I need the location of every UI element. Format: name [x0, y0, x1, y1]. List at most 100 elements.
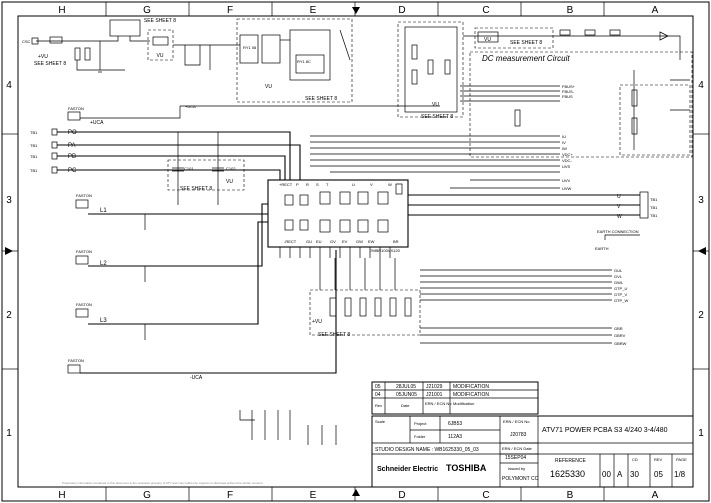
rev-cell: 05 — [375, 384, 381, 390]
net-label: GTP_V — [614, 292, 627, 297]
net-label: IW — [562, 146, 567, 151]
net-label: UVV — [562, 178, 571, 183]
top-left-supply: VU SEE SHEET 8 +VU SEE SHEET 8 CSC — [22, 18, 240, 73]
right-bus — [514, 70, 691, 156]
center-arrow-left — [5, 247, 13, 255]
col-label: A — [652, 490, 659, 501]
drawing-title: ATV71 POWER PCBA S3 4/240 3-4/480 — [542, 427, 668, 434]
low-net-labels: GUL GVL GWL GTP_U GTP_V GTP_W GBR GBRV G… — [614, 268, 628, 346]
net-label: GBRW — [614, 341, 627, 346]
net-label: GUL — [614, 268, 623, 273]
page-label: PAGE — [676, 457, 687, 462]
igbt-module: +RECT P R S T U V W -RECT GU EU GV EV GW… — [267, 179, 409, 258]
cap-label: C102 — [226, 166, 236, 171]
uca-pos-label: +UCA — [185, 104, 196, 109]
col-label: C — [482, 5, 489, 16]
net-label: GBR — [614, 326, 623, 331]
footer-note: Proprietary information contained in thi… — [62, 481, 263, 485]
sv-value: 00 — [602, 470, 611, 479]
rev-label: REV — [654, 457, 663, 462]
sheet-ref: SEE SHEET 8 — [510, 40, 542, 46]
output-label: W — [617, 214, 622, 220]
input-label: PC — [68, 168, 77, 174]
vu-label: VU — [157, 53, 164, 59]
module-pin: EV — [342, 239, 348, 244]
module-pin: S — [316, 182, 319, 187]
rev-value: 05 — [654, 470, 663, 479]
faston-label: FASTON — [68, 106, 84, 111]
output-label: U — [617, 194, 621, 200]
net-label: UVW — [562, 186, 572, 191]
rev-cell: 28JUL05 — [396, 384, 416, 390]
col-label: B — [567, 5, 574, 16]
net-label: FBUS- — [562, 89, 575, 94]
row-label: 3 — [6, 195, 12, 206]
faston-label: FASTON — [76, 249, 92, 254]
col-label: G — [143, 5, 151, 16]
output-label: V — [617, 204, 621, 210]
net-label: VDC+ — [562, 152, 573, 157]
row-label: 2 — [698, 310, 704, 321]
right-net-labels: FBUS+ FBUS- FBUS IU IV IW VDC+ VDC- UVS … — [562, 84, 576, 191]
page-value: 1/8 — [674, 470, 686, 479]
input-label: PB — [68, 154, 76, 160]
sheet-ref: SEE SHEET 8 — [34, 61, 66, 67]
earth-label: EARTH CONNECTION — [597, 229, 639, 234]
phase-label: L1 — [100, 208, 107, 214]
col-label: E — [310, 490, 317, 501]
net-label: GBRV — [614, 333, 626, 338]
vu-label: VU — [265, 84, 272, 90]
row-label: 2 — [6, 310, 12, 321]
reference-label: REFERENCE — [555, 458, 587, 464]
size-value: 30 — [630, 470, 639, 479]
module-pin: -RECT — [284, 239, 297, 244]
bus-caps: C101 C102 SEE SHEET 8 VU — [167, 132, 245, 205]
folder-label: Folder — [414, 434, 426, 439]
module-pin: GU — [306, 239, 312, 244]
brand-schneider: Schneider Electric — [377, 466, 438, 473]
net-label: GTP_W — [614, 298, 628, 303]
gate-driver-block: +VU SEE SHEET 8 GUL GVL GWL GTP_U GTP_V … — [309, 258, 628, 346]
module-pin: GV — [330, 239, 336, 244]
dc-measure-title: DC measurement Circuit — [482, 54, 570, 63]
issued-value: POLYMONT CC — [502, 476, 539, 482]
earth-sub-label: EARTH — [595, 246, 609, 251]
signal-lines-top — [310, 85, 560, 189]
net-label: IU — [562, 134, 566, 139]
vu-label: VU — [484, 37, 491, 43]
sheet-ref: SEE SHEET 8 — [305, 96, 337, 102]
col-label: A — [652, 5, 659, 16]
issued-label: Issued by — [508, 466, 525, 471]
input-label: PA — [68, 143, 76, 149]
uca-pos-label: +UCA — [90, 120, 104, 126]
rev-header: Date — [401, 403, 410, 408]
rev-cell: J21001 — [426, 392, 443, 398]
faston-label: FASTON — [68, 358, 84, 363]
row-labels: 4 3 2 1 4 3 2 1 — [6, 80, 704, 439]
project-value: 6JB53 — [448, 421, 462, 427]
net-label: FBUS+ — [562, 84, 576, 89]
row-label: 3 — [698, 195, 704, 206]
module-part: 7MBR100VX120 — [370, 248, 401, 253]
plus-vu-label: +VU — [312, 319, 322, 325]
module-pin: V — [370, 182, 373, 187]
cap-label: C101 — [184, 166, 194, 171]
faston-label: FASTON — [76, 193, 92, 198]
vu-label: VU — [226, 179, 233, 185]
sheet-ref: SEE SHEET 8 — [144, 18, 176, 24]
dc-inputs: TB1 TB1 TB1 TB1 PO PA PB PC FASTON +UCA … — [30, 104, 440, 180]
rev-header: ERN / ECN No — [425, 401, 452, 406]
title-block: Scale Project 6JB53 Folder 112A3 ERN / E… — [371, 415, 694, 488]
row-label: 4 — [698, 80, 704, 91]
rev-cell: 04 — [375, 392, 381, 398]
component-label: RY1 08 — [243, 45, 257, 50]
phase-label: L3 — [100, 318, 107, 324]
module-pin: EW — [368, 239, 375, 244]
rev-cell: MODIFICATION — [453, 384, 489, 390]
ern-label: ERN / ECN No — [503, 419, 530, 424]
row-label: 4 — [6, 80, 12, 91]
ac-inputs: FASTON L1 FASTON L2 FASTON L3 — [75, 193, 268, 340]
brand-toshiba: TOSHIBA — [446, 463, 487, 473]
module-pin: P — [296, 182, 299, 187]
